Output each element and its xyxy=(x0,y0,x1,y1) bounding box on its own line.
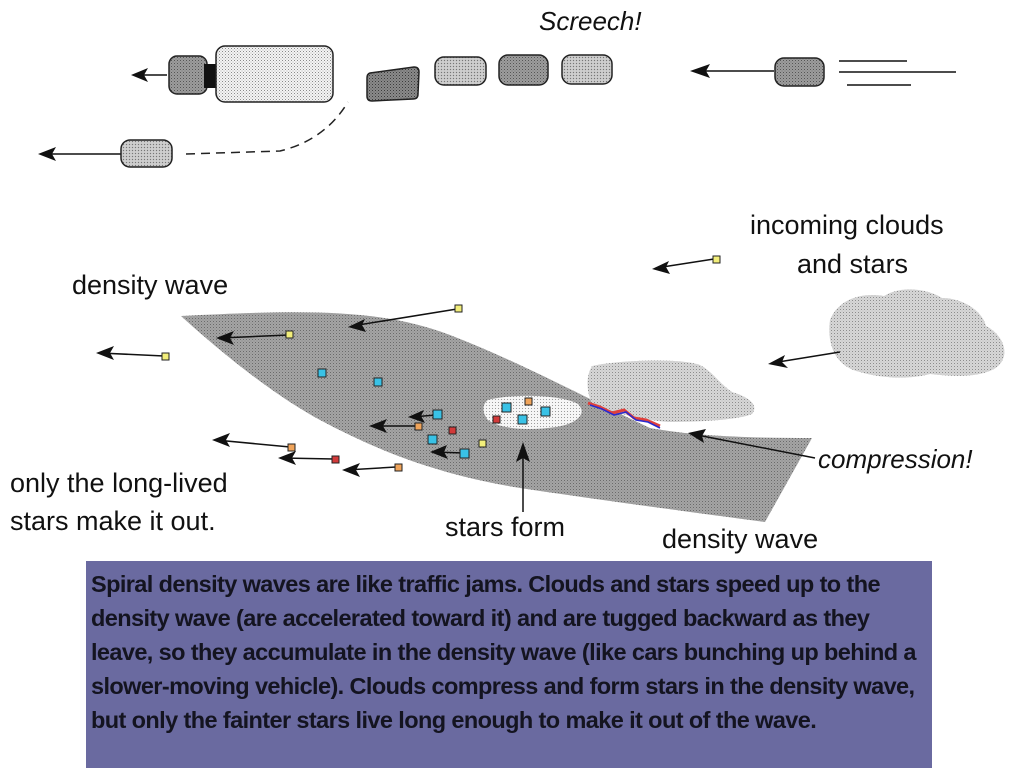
star-arrow-icon xyxy=(342,463,403,477)
old-star xyxy=(478,439,487,448)
compression-label: compression! xyxy=(818,444,973,474)
incoming-cloud xyxy=(829,289,1005,378)
star-arrow-icon xyxy=(216,330,294,345)
incoming-clouds-label-line1: incoming clouds xyxy=(750,210,944,240)
density-wave-label-left: density wave xyxy=(72,270,229,300)
old-star xyxy=(492,415,501,424)
caption-text: Spiral density waves are like traffic ja… xyxy=(91,571,916,733)
incoming-star-arrow-icon xyxy=(652,255,721,274)
old-star xyxy=(524,397,533,406)
young-star xyxy=(540,406,551,417)
star-arrow-icon xyxy=(278,451,340,465)
star-arrow-icon xyxy=(408,410,437,423)
star-arrow-icon xyxy=(369,419,418,433)
young-star xyxy=(501,402,512,413)
long-lived-label-line1: only the long-lived xyxy=(10,468,228,498)
star-arrow-icon xyxy=(212,433,296,452)
truck-icon xyxy=(168,45,334,103)
stars-form-pointer-arrow xyxy=(516,442,530,512)
star-arrow-icon xyxy=(96,346,170,361)
density-wave-panel xyxy=(96,255,1005,522)
old-star xyxy=(448,426,457,435)
stars-form-label: stars form xyxy=(445,512,566,542)
young-star xyxy=(373,377,383,387)
queued-car-icon xyxy=(561,54,613,85)
young-star xyxy=(317,368,327,378)
old-star xyxy=(414,422,423,431)
young-star xyxy=(517,414,528,425)
shock-front-red xyxy=(587,401,661,428)
escaping-car-icon xyxy=(38,101,349,168)
queued-car-icon xyxy=(434,56,487,86)
traffic-analogy xyxy=(38,45,956,168)
star-arrow-icon xyxy=(430,445,465,459)
compression-pointer-arrow xyxy=(688,429,816,459)
young-star xyxy=(432,409,443,420)
incoming-car-icon xyxy=(690,57,956,87)
braking-car-icon xyxy=(366,66,420,102)
escape-path-line xyxy=(185,101,349,155)
shock-front-blue xyxy=(589,404,661,429)
queued-car-icon xyxy=(498,54,549,86)
caption-box: Spiral density waves are like traffic ja… xyxy=(86,561,932,768)
young-star xyxy=(427,434,438,445)
screech-label: Screech! xyxy=(539,6,642,36)
young-star xyxy=(459,448,470,459)
density-wave-label-bottom: density wave xyxy=(662,524,819,554)
truck-motion-arrow-icon xyxy=(131,68,167,82)
star-forming-region xyxy=(483,395,582,429)
compressing-cloud xyxy=(587,360,755,422)
incoming-clouds-label-line2: and stars xyxy=(797,249,909,279)
star-arrow-icon xyxy=(348,304,463,332)
long-lived-label-line2: stars make it out. xyxy=(10,506,216,536)
cloud-motion-arrow-icon xyxy=(768,351,841,368)
